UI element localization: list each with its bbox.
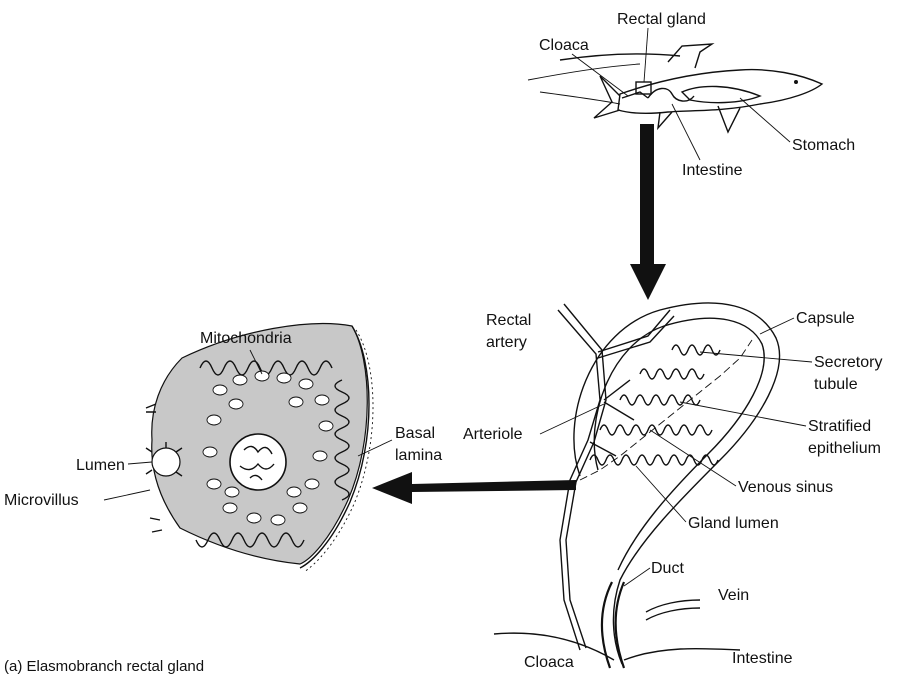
label-stratified-epithelium-1: Stratified — [808, 418, 871, 435]
leader-cloaca-shark — [572, 54, 628, 96]
leader-rectal-gland — [644, 28, 648, 82]
label-secretory-tubule-1: Secretory — [814, 354, 882, 371]
leader-capsule — [760, 318, 794, 334]
label-venous-sinus: Venous sinus — [738, 479, 833, 496]
leader-stratified-epithelium — [680, 402, 806, 426]
leader-intestine-shark — [672, 104, 700, 160]
left-arrow — [372, 472, 576, 504]
nucleus — [230, 434, 286, 490]
label-secretory-tubule-2: tubule — [814, 376, 858, 393]
label-vein: Vein — [718, 587, 749, 604]
label-stratified-epithelium-2: epithelium — [808, 440, 881, 457]
lumen — [152, 448, 180, 476]
label-lumen: Lumen — [76, 457, 125, 474]
label-duct: Duct — [651, 560, 684, 577]
label-cloaca-gland: Cloaca — [524, 654, 574, 671]
label-gland-lumen: Gland lumen — [688, 515, 779, 532]
cell-illustration — [146, 324, 373, 572]
label-rectal-artery-1: Rectal — [486, 312, 531, 329]
label-basal-lamina-2: lamina — [395, 447, 442, 464]
leader-secretory-tubule — [700, 352, 812, 362]
label-rectal-gland: Rectal gland — [617, 11, 706, 28]
leader-lumen — [128, 462, 152, 464]
down-arrow — [630, 124, 666, 300]
label-intestine-gland: Intestine — [732, 650, 793, 667]
leader-gland-lumen — [636, 466, 686, 522]
leader-stomach — [740, 98, 790, 142]
label-mitochondria: Mitochondria — [200, 330, 292, 347]
leader-duct — [624, 568, 650, 586]
label-stomach: Stomach — [792, 137, 855, 154]
label-cloaca-shark: Cloaca — [539, 37, 589, 54]
shark-illustration — [528, 44, 822, 132]
label-arteriole: Arteriole — [463, 426, 523, 443]
label-capsule: Capsule — [796, 310, 855, 327]
label-microvillus: Microvillus — [4, 492, 79, 509]
label-intestine-shark: Intestine — [682, 162, 743, 179]
label-basal-lamina-1: Basal — [395, 425, 435, 442]
leader-microvillus — [104, 490, 150, 500]
label-rectal-artery-2: artery — [486, 334, 527, 351]
figure-caption: (a) Elasmobranch rectal gland — [4, 658, 204, 675]
